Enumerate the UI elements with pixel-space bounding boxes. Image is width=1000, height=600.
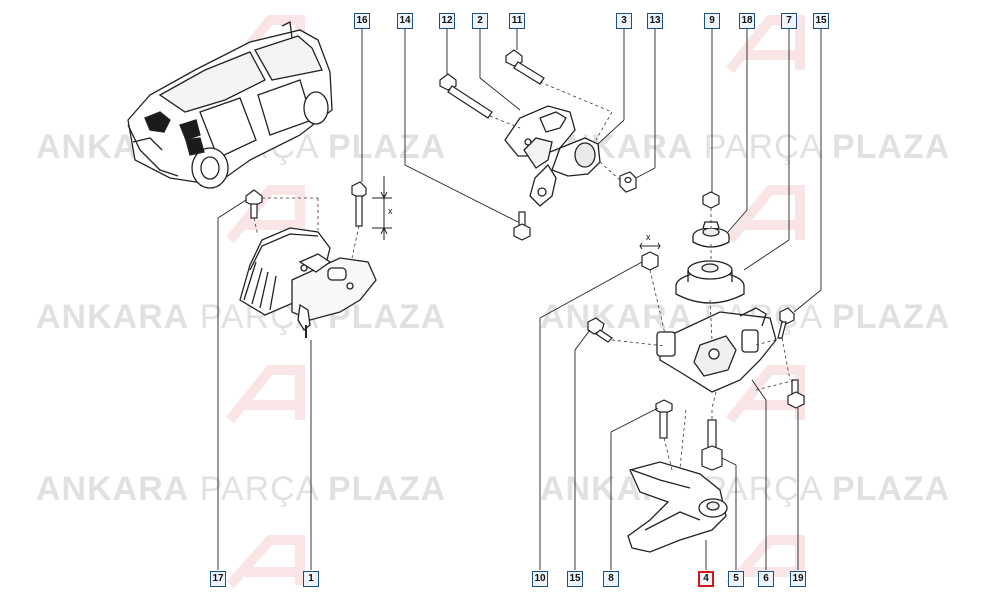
bolt-14 — [513, 211, 531, 241]
callout-19: 19 — [790, 571, 806, 587]
washer-18 — [692, 221, 730, 248]
callout-12: 12 — [439, 13, 455, 29]
bolt-16 — [351, 181, 367, 227]
callout-5: 5 — [728, 571, 744, 587]
watermark-word-ankara: ANKARA — [36, 470, 190, 508]
bolt-11 — [505, 49, 545, 85]
watermark-word-parca: PARÇA — [199, 470, 318, 508]
watermark-word-plaza: PLAZA — [327, 128, 447, 166]
nut-10 — [641, 251, 659, 271]
rubber-mount-7 — [675, 260, 745, 304]
dimension-label-right: x — [646, 232, 651, 242]
bolt-15-upper — [777, 307, 795, 339]
lower-arm-4 — [627, 461, 728, 553]
callout-6: 6 — [758, 571, 774, 587]
mounting-bracket-6 — [656, 307, 777, 393]
leader-lines — [217, 29, 822, 570]
dimension-label-left: x — [388, 206, 393, 216]
stud-5 — [701, 419, 723, 471]
watermark-word-plaza: PLAZA — [831, 470, 951, 508]
callout-4-highlighted: 4 — [698, 571, 714, 587]
bolt-8 — [655, 399, 673, 439]
watermark-word-plaza: PLAZA — [831, 298, 951, 336]
callout-8: 8 — [603, 571, 619, 587]
watermark-word-plaza: PLAZA — [327, 470, 447, 508]
nut-13 — [619, 171, 637, 193]
callout-3: 3 — [616, 13, 632, 29]
watermark-word-plaza: PLAZA — [831, 128, 951, 166]
dimension-x-right — [639, 242, 661, 250]
callout-15-bottom: 15 — [567, 571, 583, 587]
callout-17: 17 — [210, 571, 226, 587]
car-illustration — [127, 21, 333, 189]
stud-19 — [787, 379, 805, 409]
callout-16: 16 — [354, 13, 370, 29]
watermark-row-3: ANKARA PARÇA PLAZA — [36, 470, 446, 509]
bolt-12 — [439, 73, 493, 119]
left-engine-mount-assembly — [239, 227, 377, 338]
nut-9 — [702, 191, 720, 209]
bolt-15-lower — [587, 317, 613, 343]
callout-11: 11 — [509, 13, 525, 29]
callout-1: 1 — [303, 571, 319, 587]
dimension-x-left — [372, 176, 392, 240]
callout-13: 13 — [647, 13, 663, 29]
torque-rod-mount — [504, 105, 601, 207]
watermark-word-parca: PARÇA — [703, 128, 822, 166]
callout-15-top: 15 — [813, 13, 829, 29]
callout-18: 18 — [739, 13, 755, 29]
callout-2: 2 — [472, 13, 488, 29]
callout-14: 14 — [397, 13, 413, 29]
callout-7: 7 — [781, 13, 797, 29]
assembly-dashed-lines — [253, 81, 797, 471]
watermark-word-ankara: ANKARA — [36, 298, 190, 336]
callout-10: 10 — [532, 571, 548, 587]
callout-9: 9 — [704, 13, 720, 29]
